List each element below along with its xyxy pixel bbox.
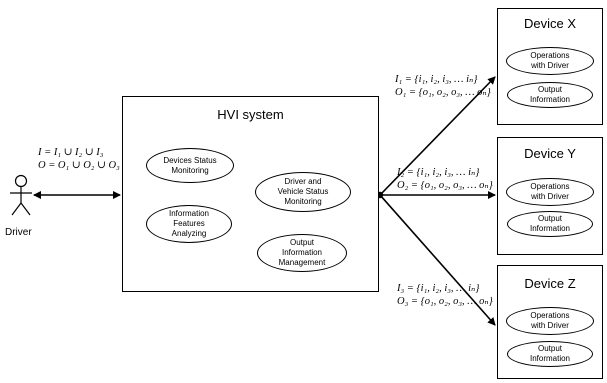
hvi-system-title: HVI system [217,107,284,122]
device-x-output-formula: O₁ = {o₁, o₂, o₃, … oₙ} [395,87,491,98]
driver-input-formula: I = I₁ ∪ I₂ ∪ I₃ [38,147,104,158]
driver-actor-icon [10,174,32,216]
device-x-title: Device X [523,16,577,31]
hub-device-z-connector [379,194,496,326]
device-y-input-formula: I₂ = {i₁, i₂, i₃, … iₙ} [397,167,480,178]
device-z-input-formula: I₃ = {i₁, i₂, i₃, … iₙ} [397,283,480,294]
device-x-io-formula: I₁ = {i₁, i₂, i₃, … iₙ} O₁ = {o₁, o₂, o₃… [395,73,491,99]
device-z-use-case-output: Output Information [507,341,593,367]
device-y-output-formula: O₂ = {o₁, o₂, o₃, … oₙ} [397,180,493,191]
device-y-use-case-operations: Operations with Driver [506,178,594,206]
use-case-devices-status-monitoring: Devices Status Monitoring [146,148,234,183]
device-x-use-case-output: Output Information [507,82,593,108]
device-y-io-formula: I₂ = {i₁, i₂, i₃, … iₙ} O₂ = {o₁, o₂, o₃… [397,166,493,192]
device-y-use-case-output: Output Information [507,211,593,237]
use-case-output-information-management: Output Information Management [257,234,347,272]
device-x-input-formula: I₁ = {i₁, i₂, i₃, … iₙ} [395,74,478,85]
driver-output-formula: O = O₁ ∪ O₂ ∪ O₃ [38,160,120,171]
device-y-title: Device Y [524,146,576,161]
use-case-driver-vehicle-status-monitoring: Driver and Vehicle Status Monitoring [255,172,351,212]
hub-device-x-connector [379,76,496,196]
driver-io-formula: I = I₁ ∪ I₂ ∪ I₃ O = O₁ ∪ O₂ ∪ O₃ [38,146,120,172]
device-x-use-case-operations: Operations with Driver [506,47,594,75]
use-case-information-features-analyzing: Information Features Analyzing [146,205,232,243]
driver-label: Driver [5,227,32,238]
device-z-output-formula: O₃ = {o₁, o₂, o₃, … oₙ} [397,296,493,307]
device-z-use-case-operations: Operations with Driver [506,307,594,335]
device-z-title: Device Z [524,276,576,291]
device-z-io-formula: I₃ = {i₁, i₂, i₃, … iₙ} O₃ = {o₁, o₂, o₃… [397,282,493,308]
